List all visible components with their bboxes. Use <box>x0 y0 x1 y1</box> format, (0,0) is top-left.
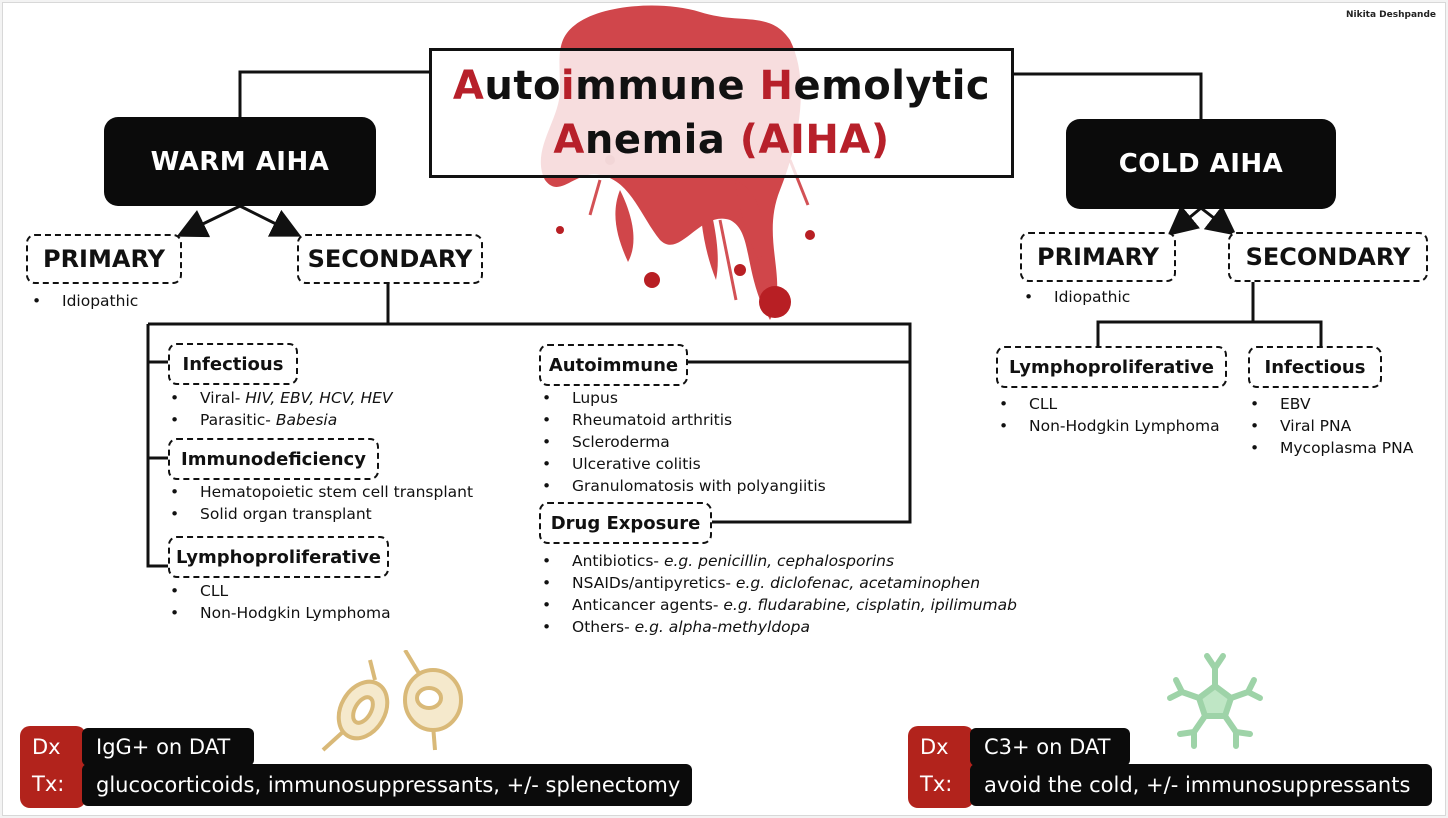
list-item: EBV <box>1248 393 1413 415</box>
title-segment: H <box>759 63 794 109</box>
warm-infectious-box: Infectious <box>168 343 298 385</box>
warm-dx-label: Dx <box>32 735 61 759</box>
list-item: Anticancer agents- e.g. fludarabine, cis… <box>540 594 1017 616</box>
list-item: Granulomatosis with polyangiitis <box>540 475 826 497</box>
warm-drug-exposure-box: Drug Exposure <box>539 502 712 544</box>
cold-lymphoproliferative-list: CLLNon-Hodgkin Lymphoma <box>997 393 1220 437</box>
warm-infectious-list: Viral- HIV, EBV, HCV, HEVParasitic- Babe… <box>168 387 393 431</box>
cold-dx-value: C3+ on DAT <box>970 728 1130 766</box>
list-item: Scleroderma <box>540 431 826 453</box>
cold-aiha-box: COLD AIHA <box>1066 119 1336 209</box>
cold-lymphoproliferative-box: Lymphoproliferative <box>996 346 1227 388</box>
warm-aiha-box: WARM AIHA <box>104 117 376 206</box>
cold-tx-label: Tx: <box>920 772 953 796</box>
cold-infectious-list: EBVViral PNAMycoplasma PNA <box>1248 393 1413 459</box>
warm-immunodeficiency-box: Immunodeficiency <box>168 438 379 480</box>
list-item: Non-Hodgkin Lymphoma <box>997 415 1220 437</box>
list-item: NSAIDs/antipyretics- e.g. diclofenac, ac… <box>540 572 1017 594</box>
cold-dx-tx-label: Dx Tx: <box>908 726 974 808</box>
list-item: Antibiotics- e.g. penicillin, cephalospo… <box>540 550 1017 572</box>
list-item: Mycoplasma PNA <box>1248 437 1413 459</box>
list-item: Rheumatoid arthritis <box>540 409 826 431</box>
complement-antibody-icon <box>1167 653 1263 749</box>
red-blood-cell-icon <box>321 650 463 752</box>
list-item: Viral- HIV, EBV, HCV, HEV <box>168 387 393 409</box>
cold-primary-list: Idiopathic <box>1022 286 1130 308</box>
title-line-1: Autoimmune Hemolytic <box>432 59 1011 113</box>
cold-secondary-box: SECONDARY <box>1228 232 1428 282</box>
title-segment: emolytic <box>793 63 991 109</box>
warm-dx-value: IgG+ on DAT <box>82 728 254 766</box>
warm-immunodeficiency-list: Hematopoietic stem cell transplantSolid … <box>168 481 473 525</box>
list-item: Viral PNA <box>1248 415 1413 437</box>
title-segment: A <box>553 117 585 163</box>
warm-primary-list: Idiopathic <box>30 290 138 312</box>
list-item: Ulcerative colitis <box>540 453 826 475</box>
title-segment: nemia <box>584 117 740 163</box>
cold-infectious-box: Infectious <box>1248 346 1382 388</box>
cold-primary-box: PRIMARY <box>1020 232 1176 282</box>
list-item: Non-Hodgkin Lymphoma <box>168 602 391 624</box>
cold-tx-value: avoid the cold, +/- immunosuppressants <box>970 764 1432 806</box>
list-item: Idiopathic <box>30 290 138 312</box>
title-segment: i <box>560 63 576 109</box>
warm-secondary-box: SECONDARY <box>297 234 483 284</box>
warm-tx-label: Tx: <box>32 772 65 796</box>
list-item: Others- e.g. alpha-methyldopa <box>540 616 1017 638</box>
warm-autoimmune-list: LupusRheumatoid arthritisSclerodermaUlce… <box>540 387 826 497</box>
list-item: Hematopoietic stem cell transplant <box>168 481 473 503</box>
cold-dx-label: Dx <box>920 735 949 759</box>
warm-dx-tx-label: Dx Tx: <box>20 726 86 808</box>
author-credit: Nikita Deshpande <box>1345 10 1436 20</box>
title-line-2: Anemia (AIHA) <box>432 113 1011 167</box>
title-segment: mmune <box>575 63 760 109</box>
warm-lymphoproliferative-box: Lymphoproliferative <box>168 536 389 578</box>
warm-tx-value: glucocorticoids, immunosuppressants, +/-… <box>82 764 692 806</box>
list-item: Solid organ transplant <box>168 503 473 525</box>
warm-lymphoproliferative-list: CLLNon-Hodgkin Lymphoma <box>168 580 391 624</box>
title-segment: A <box>452 63 485 109</box>
list-item: Lupus <box>540 387 826 409</box>
list-item: CLL <box>997 393 1220 415</box>
title-segment: (AIHA) <box>739 117 890 163</box>
list-item: CLL <box>168 580 391 602</box>
warm-primary-box: PRIMARY <box>26 234 182 284</box>
page-title: Autoimmune Hemolytic Anemia (AIHA) <box>429 48 1014 178</box>
title-segment: uto <box>484 63 561 109</box>
warm-drug-exposure-list: Antibiotics- e.g. penicillin, cephalospo… <box>540 550 1017 638</box>
list-item: Parasitic- Babesia <box>168 409 393 431</box>
warm-autoimmune-box: Autoimmune <box>539 344 688 386</box>
list-item: Idiopathic <box>1022 286 1130 308</box>
